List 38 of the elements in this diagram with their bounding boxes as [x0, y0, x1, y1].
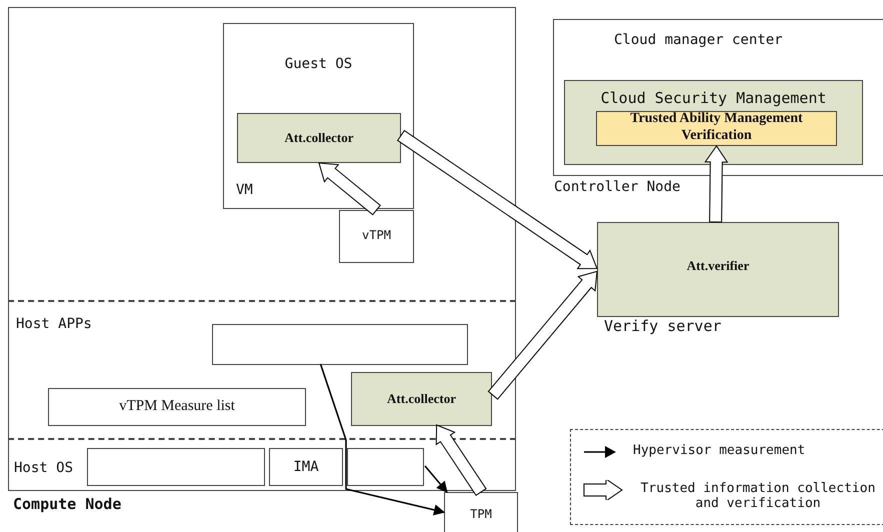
node-heading: Cloud manager center: [614, 32, 783, 48]
process-box: [444, 492, 518, 532]
process-label: Att.collector: [284, 130, 354, 146]
node-heading: Guest OS: [284, 56, 354, 72]
hollow-arrow: [436, 424, 487, 496]
process-box: [237, 113, 401, 163]
node-title: Controller Node: [554, 179, 680, 195]
legend-label: Hypervisor measurement: [633, 443, 806, 458]
process-box: [351, 372, 492, 426]
hollow-arrow: [318, 162, 381, 216]
legend-label: Trusted information collection and verification: [640, 481, 876, 511]
process-label: Att.verifier: [686, 258, 750, 274]
module-box: [564, 80, 863, 165]
process-label: vTPM: [361, 228, 392, 242]
arrow: [424, 465, 448, 493]
process-label: IMA: [292, 459, 320, 475]
process-box: [269, 448, 343, 486]
arrow: [320, 364, 446, 516]
hollow-arrow: [704, 145, 728, 223]
layer-label: Host APPs: [16, 316, 92, 332]
process-box: [339, 210, 414, 263]
hollow-arrow: [488, 270, 598, 400]
layer-label: Host OS: [14, 460, 74, 476]
node-title: Compute Node: [13, 495, 122, 513]
process-label: TPM: [469, 507, 493, 521]
process-box: [347, 448, 424, 486]
process-box: [87, 448, 265, 486]
module-box: [596, 111, 837, 146]
process-label: Att.collector: [386, 391, 457, 407]
node-label: VM: [236, 182, 253, 198]
node-title: Verify server: [604, 317, 722, 335]
vm-box: [223, 23, 414, 209]
process-box: [48, 388, 306, 426]
process-label: vTPM Measure list: [118, 398, 236, 415]
hollow-arrow: [396, 130, 598, 270]
module-label: Trusted Ability Management Verification: [629, 110, 804, 144]
module-label: Cloud Security Management: [600, 89, 828, 107]
process-box: [212, 324, 468, 365]
